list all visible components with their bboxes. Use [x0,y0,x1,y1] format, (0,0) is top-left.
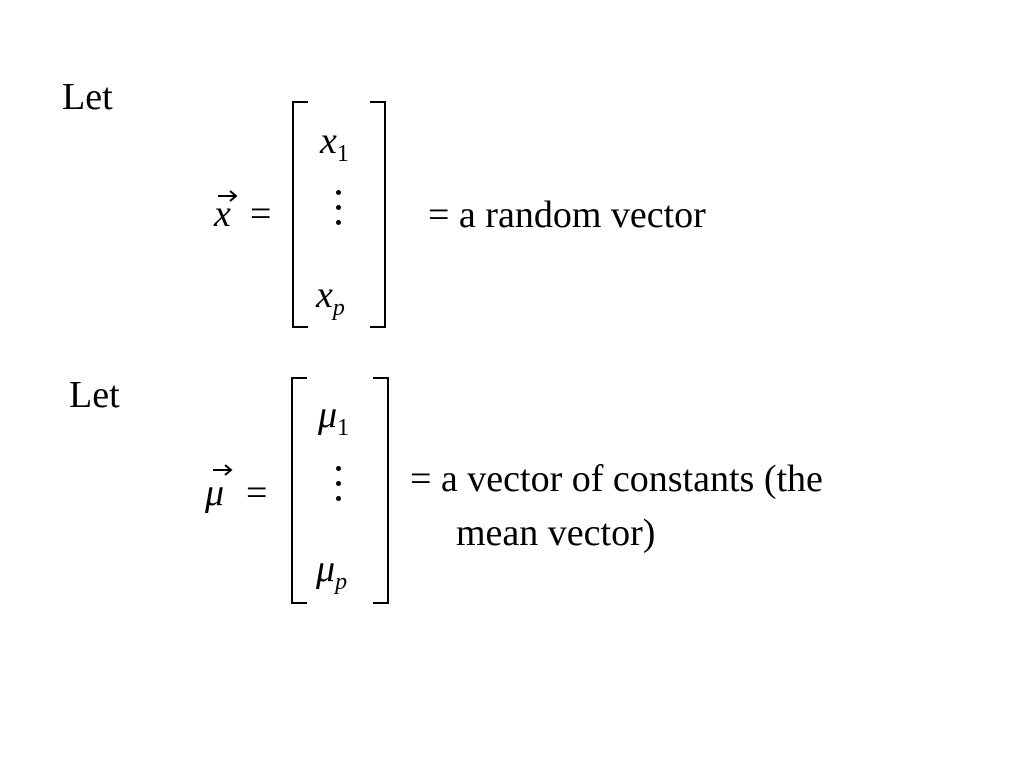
description-constants-line1: = a vector of constants (the [410,458,823,500]
equals-sign-1: = [250,193,272,235]
entry-mu1: μ1 [318,394,349,441]
entry-mup: μp [316,548,347,595]
entry-mu1-base: μ [318,394,338,436]
entry-mup-base: μ [316,548,336,590]
entry-xp: xp [316,274,345,321]
vector-mu-symbol: μ [205,472,225,514]
vector-x-symbol: x [214,193,231,235]
entry-x1-base: x [320,120,337,162]
description-random-vector: = a random vector [428,194,706,236]
vertical-dots-icon [336,466,342,506]
equals-sign-2: = [246,472,268,514]
entry-x1: x1 [320,120,349,167]
entry-xp-subscript: p [332,295,345,321]
entry-mu1-subscript: 1 [337,415,350,441]
right-bracket-1 [370,101,386,328]
left-bracket-1 [292,101,308,328]
right-bracket-2 [373,377,389,604]
entry-mup-subscript: p [335,569,348,595]
entry-x1-subscript: 1 [336,141,349,167]
description-constants-line2: mean vector) [456,512,656,554]
vertical-dots-icon [336,190,342,230]
left-bracket-2 [291,377,307,604]
let-label-2: Let [69,374,120,416]
entry-xp-base: x [316,274,333,316]
vector-arrow-icon [218,190,238,202]
vector-arrow-icon [213,464,233,476]
let-label-1: Let [62,76,113,118]
